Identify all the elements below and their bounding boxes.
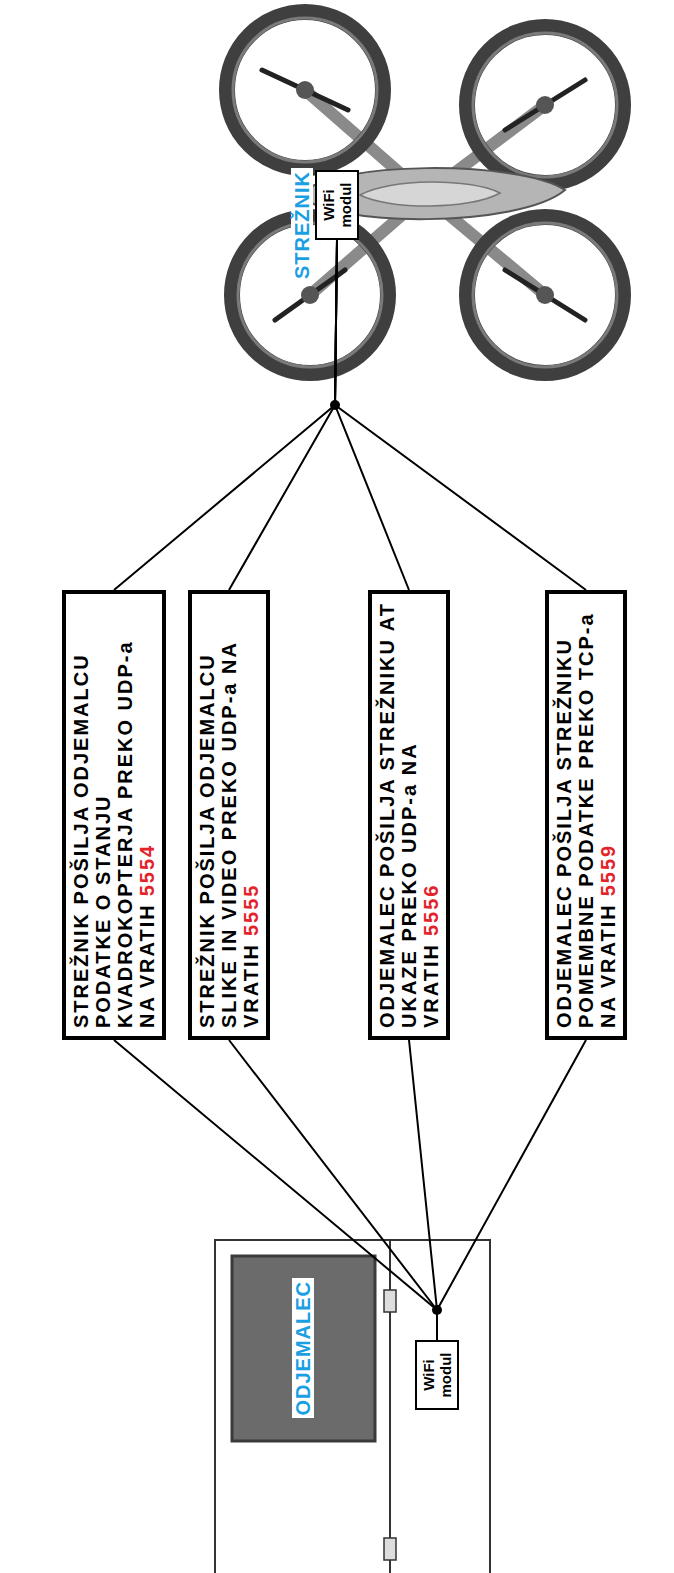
connector-line: [229, 240, 337, 590]
drone-hull-top: [360, 182, 500, 206]
laptop-hinge: [384, 1538, 396, 1560]
wifi-module: WiFi modul: [315, 170, 359, 240]
laptop-node: ODJEMALEC WiFi modul: [215, 1240, 490, 1573]
connector-line: [335, 240, 409, 590]
laptop-base: [390, 1240, 490, 1573]
box-text: STREŽNIK POŠILJA ODJEMALCU SLIKE IN VIDE…: [196, 642, 262, 1028]
process-box: STREŽNIK POŠILJA ODJEMALCU SLIKE IN VIDE…: [188, 590, 270, 1040]
connector-line: [229, 1040, 437, 1340]
device-label: ODJEMALEC: [292, 1278, 314, 1419]
wifi-module: WiFi modul: [415, 1340, 459, 1410]
connector-line: [437, 1040, 586, 1340]
port-number: 5554: [136, 844, 158, 897]
box-text: ODJEMALEC POŠILJA STREŽNIKU AT UKAZE PRE…: [376, 602, 442, 1028]
port-number: 5556: [420, 884, 442, 937]
drone-propellers: [262, 70, 585, 320]
junction-dot: [432, 1305, 442, 1315]
process-box: ODJEMALEC POŠILJA STREŽNIKU POMEMBNE POD…: [545, 590, 627, 1040]
port-number: 5555: [240, 884, 262, 937]
laptop-screen: [232, 1256, 375, 1441]
connector-line: [335, 240, 586, 590]
device-label: STREŽNIK: [291, 168, 313, 282]
junction-dot: [330, 400, 340, 410]
drone-rings: [227, 12, 623, 373]
drone-drawing: [227, 12, 623, 373]
connector-line: [114, 1040, 437, 1340]
process-box: STREŽNIK POŠILJA ODJEMALCU PODATKE O STA…: [62, 590, 166, 1040]
box-text: STREŽNIK POŠILJA ODJEMALCU PODATKE O STA…: [70, 640, 158, 1028]
process-box: ODJEMALEC POŠILJA STREŽNIKU AT UKAZE PRE…: [368, 590, 450, 1040]
drone-node: STREŽNIK WiFi modul: [220, 0, 630, 385]
port-number: 5559: [597, 844, 619, 897]
laptop-hinge: [384, 1290, 396, 1312]
connector-line: [114, 240, 337, 590]
box-text: ODJEMALEC POŠILJA STREŽNIKU POMEMBNE POD…: [553, 612, 619, 1028]
laptop-lid: [215, 1240, 390, 1573]
module-label: WiFi modul: [320, 176, 354, 234]
connector-line: [409, 1040, 437, 1340]
module-label: WiFi modul: [420, 1346, 454, 1404]
